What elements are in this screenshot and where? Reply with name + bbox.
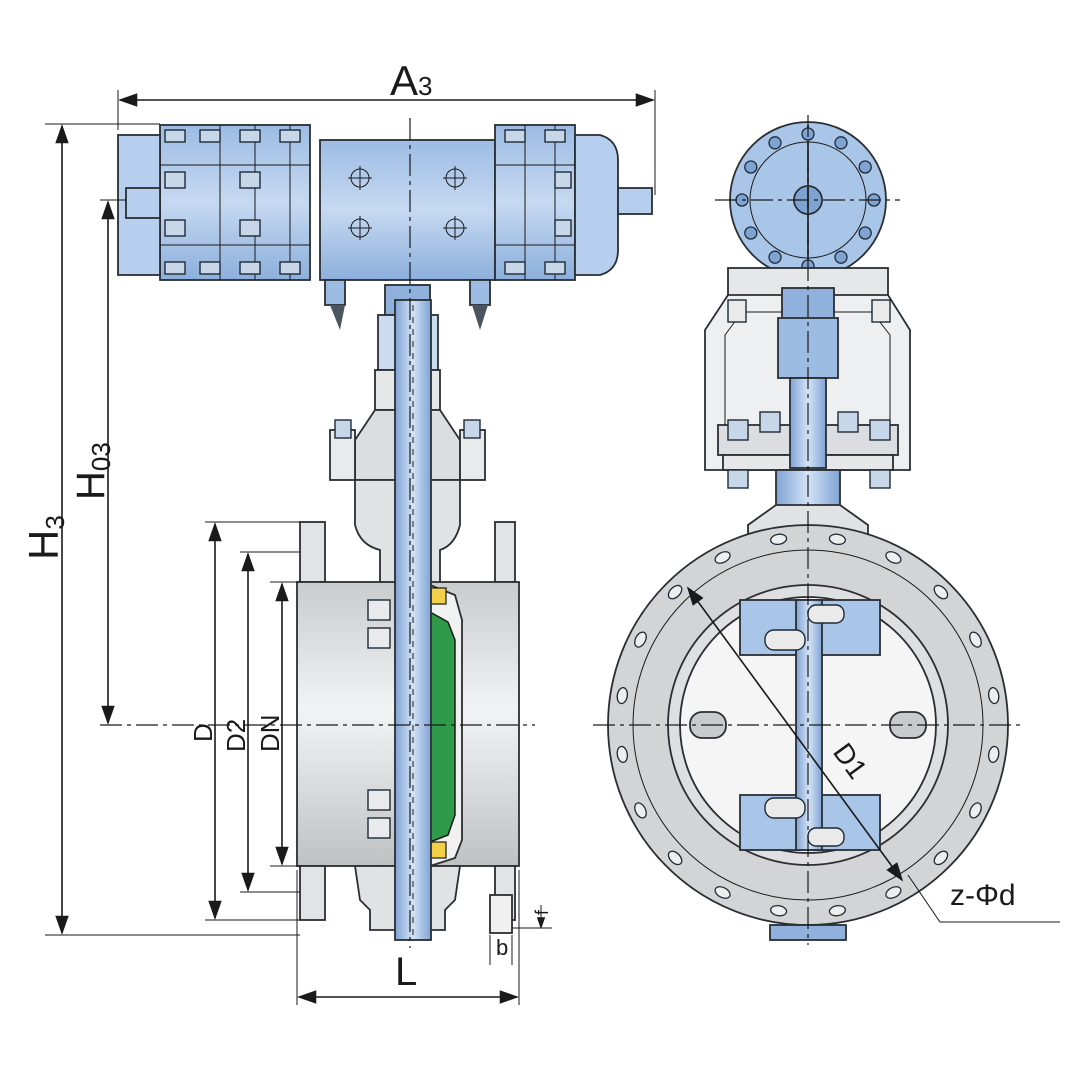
dim-f-label: f: [532, 909, 552, 915]
actuator-cylinder: [117, 124, 653, 330]
flange-bolt-hole: [933, 584, 949, 600]
flange-bolt-hole: [969, 802, 982, 819]
dimensions: A3 H3 H03 D D2 DN L: [20, 57, 1060, 1005]
flange-bolt-hole: [885, 886, 902, 899]
dim-d-label: D: [188, 723, 218, 742]
flange-bolt-hole: [616, 745, 629, 763]
flange-bolt-hole: [616, 687, 629, 705]
flange-bolt-hole: [634, 802, 647, 819]
gearbox-bolt: [768, 136, 782, 150]
flange-bolt-hole: [987, 745, 1000, 763]
flange-bolt-hole: [987, 687, 1000, 705]
dim-b-label: b: [496, 935, 508, 960]
front-view: [593, 115, 1022, 945]
dim-dn-label: DN: [255, 714, 285, 752]
flange-bolt-hole: [770, 533, 788, 546]
side-view: [100, 118, 653, 948]
gearbox-bolt: [858, 226, 872, 240]
flange-bolt-hole: [634, 631, 647, 648]
flange-bolt-hole: [667, 584, 683, 600]
dim-h3-label: H3: [20, 515, 70, 560]
gearbox-bolt: [834, 136, 848, 150]
dim-d2-label: D2: [221, 719, 251, 752]
flange-bolt-hole: [714, 886, 731, 899]
dim-a3-label: A3: [390, 57, 432, 104]
flange-bolt-hole: [770, 904, 788, 917]
dim-zd-label: z-Φd: [950, 879, 1016, 912]
flange-bolt-hole: [714, 551, 731, 564]
gearbox-bolt: [834, 250, 848, 264]
flange-bolt-hole: [828, 904, 846, 917]
gearbox-bolt: [858, 160, 872, 174]
flange-bolt-hole: [885, 551, 902, 564]
gearbox-bolt: [768, 250, 782, 264]
valve-body: [296, 299, 520, 941]
flange-bolt-hole: [933, 850, 949, 866]
dim-l-label: L: [395, 950, 417, 994]
flange-bolt-hole: [667, 850, 683, 866]
gearbox-bolt: [744, 160, 758, 174]
dim-h03-label: H03: [69, 442, 116, 500]
flange-bolt-hole: [828, 533, 846, 546]
flange-bolt-hole: [969, 631, 982, 648]
gearbox-bolt: [744, 226, 758, 240]
